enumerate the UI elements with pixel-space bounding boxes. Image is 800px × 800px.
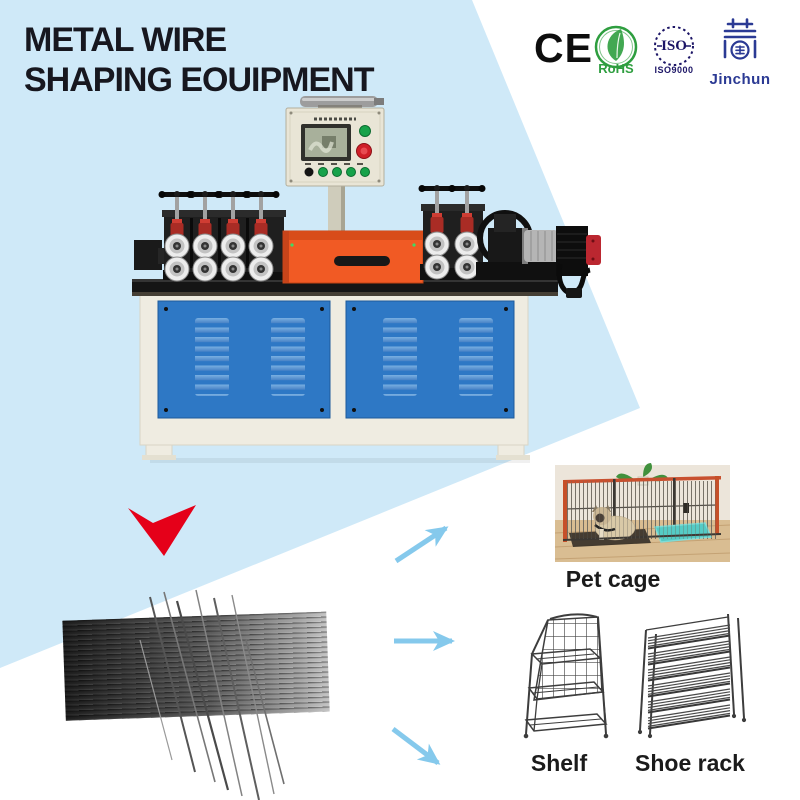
cabinet-door-right xyxy=(345,300,515,419)
panel-screen xyxy=(301,124,351,161)
motor-body xyxy=(524,230,558,262)
motor-end-cap xyxy=(586,235,601,265)
cover-handle xyxy=(334,256,390,266)
wire-machine-photo xyxy=(132,96,601,463)
shelf-label: Shelf xyxy=(530,750,588,776)
cabinet-door-left xyxy=(157,300,331,419)
emergency-stop-button xyxy=(356,143,372,159)
poster-title: METAL WIRE SHAPING EOUIPMENT xyxy=(24,20,374,100)
panel-knob xyxy=(304,167,314,177)
jinchun-seal-icon xyxy=(723,18,757,60)
ce-mark-text: CE xyxy=(534,25,593,71)
panel-pole xyxy=(316,184,358,282)
shoe-rack-label: Shoe rack xyxy=(635,750,745,776)
iso-sublabel: ISO9000 xyxy=(654,65,694,75)
straightened-wire-image xyxy=(62,589,330,800)
right-roller-unit xyxy=(418,185,492,280)
shelf-image xyxy=(523,613,609,739)
blue-arrows xyxy=(391,525,455,765)
wire-inlet-guide xyxy=(134,240,168,270)
motor-cable xyxy=(556,263,591,296)
orange-cover xyxy=(282,230,424,284)
arrow-to-shoe-rack xyxy=(391,727,441,765)
cage-top-rail xyxy=(563,476,721,484)
ce-mark: CE xyxy=(534,26,596,76)
door-louvers xyxy=(459,318,493,396)
rohs-logo: RoHS xyxy=(590,22,642,76)
title-line-1: METAL WIRE xyxy=(24,21,227,59)
shoe-rack-image xyxy=(637,613,747,739)
door-louvers xyxy=(271,318,305,396)
plant xyxy=(616,463,668,482)
red-down-arrow xyxy=(128,505,196,556)
iso-circle-icon xyxy=(654,26,694,66)
rohs-label: RoHS xyxy=(598,61,634,76)
door-louvers xyxy=(383,318,417,396)
pet-mat xyxy=(653,522,713,543)
jinchun-label: Jinchun xyxy=(709,71,771,88)
cutter-motor-assembly xyxy=(476,210,601,298)
iso-label: ISO xyxy=(661,38,687,54)
machine-tabletop xyxy=(132,279,558,296)
green-start-button xyxy=(359,125,371,137)
pet-cage-label: Pet cage xyxy=(565,566,661,592)
iso-logo: ISO ISO9000 xyxy=(652,25,700,83)
pet-cage-image xyxy=(554,463,731,562)
title-line-2: SHAPING EOUIPMENT xyxy=(24,61,374,99)
left-roller-unit xyxy=(158,191,286,282)
jinchun-logo: Jinchun xyxy=(704,18,776,88)
dog xyxy=(592,505,636,541)
control-panel xyxy=(285,96,385,187)
rohs-leaf-icon xyxy=(594,25,638,69)
door-louvers xyxy=(195,318,229,396)
machine-cabinet xyxy=(139,294,530,463)
arrow-to-pet-cage xyxy=(394,525,449,564)
